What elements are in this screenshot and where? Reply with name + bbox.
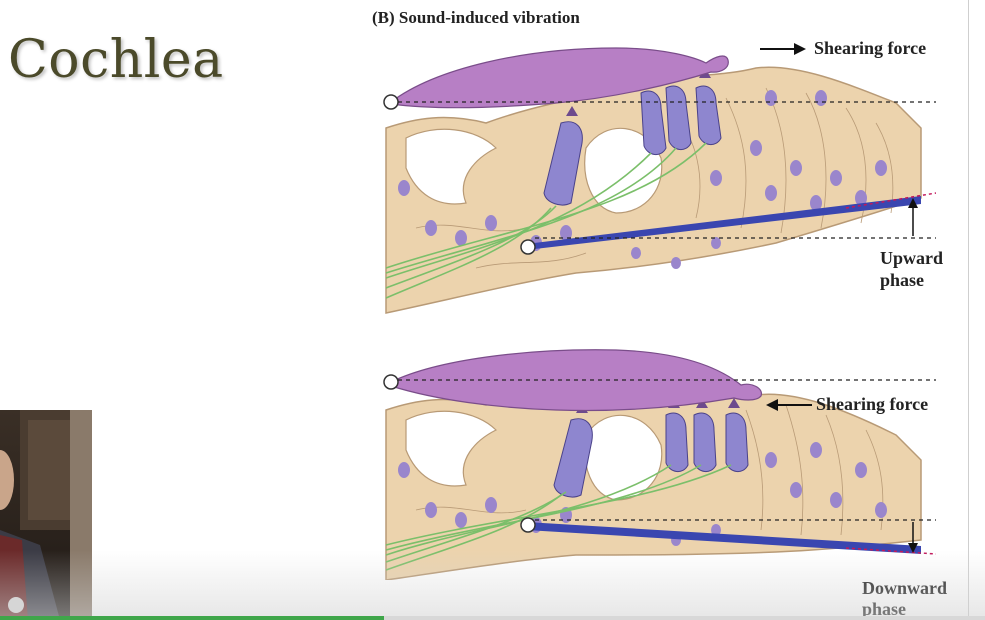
shearing-force-label-bottom: Shearing force	[816, 394, 929, 414]
slide-right-edge	[968, 0, 969, 620]
webcam-feed	[0, 410, 92, 620]
video-progress-fill	[0, 616, 385, 620]
video-progress-bar[interactable]	[0, 616, 985, 620]
upward-label: Upward	[880, 248, 944, 268]
shear-arrow-right-icon	[760, 43, 806, 55]
presenter-silhouette	[0, 410, 92, 620]
upward-phase-label: phase	[880, 270, 925, 290]
cochlea-illustration-upward	[383, 47, 936, 314]
shear-arrow-left-icon	[766, 399, 812, 411]
slide-title: Cochlea	[8, 30, 224, 90]
figure-label: (B) Sound-induced vibration	[372, 8, 580, 27]
cochlea-illustration-downward	[383, 349, 936, 580]
basilar-membrane	[526, 522, 921, 554]
shearing-force-label-top: Shearing force	[814, 38, 927, 58]
tectorial-membrane	[390, 47, 729, 109]
basilar-membrane	[526, 196, 921, 250]
downward-label: Downward	[862, 578, 948, 598]
